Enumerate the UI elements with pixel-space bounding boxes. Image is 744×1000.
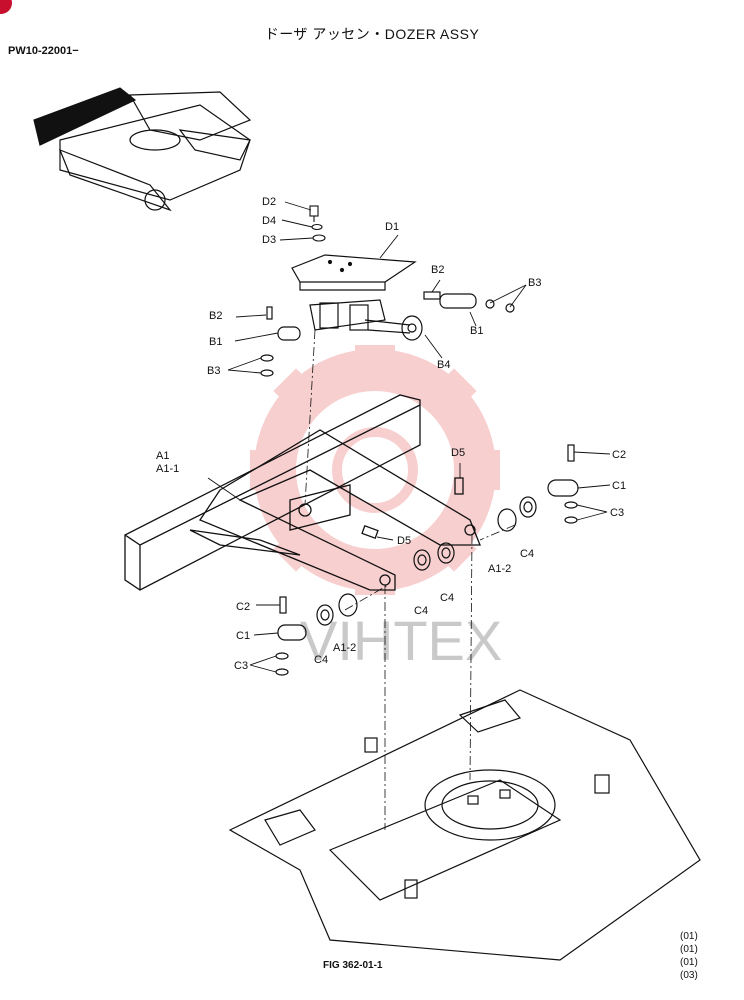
label-A1-1: A1-1 xyxy=(156,463,179,475)
label-C1-left: C1 xyxy=(236,630,250,642)
label-C1-right: C1 xyxy=(612,480,626,492)
label-D5-mid: D5 xyxy=(397,535,411,547)
serial-number: PW10-22001− xyxy=(8,45,79,57)
revision-code: (01) xyxy=(680,957,698,968)
label-C2-left: C2 xyxy=(236,601,250,613)
part-B-pin-assembly xyxy=(260,291,515,377)
corner-badge xyxy=(0,0,12,14)
label-C4-mid1: C4 xyxy=(414,605,428,617)
label-C4-left: C4 xyxy=(314,654,328,666)
label-C2-right: C2 xyxy=(612,449,626,461)
watermark-text: VIHTEX xyxy=(300,609,502,672)
label-B2-top: B2 xyxy=(431,264,444,276)
leader-lines xyxy=(207,201,611,673)
undercarriage-base xyxy=(228,689,701,961)
label-A1-2-right: A1-2 xyxy=(488,563,511,575)
label-B2-left: B2 xyxy=(209,310,222,322)
label-D2: D2 xyxy=(262,196,276,208)
label-C4-right: C4 xyxy=(520,548,534,560)
part-D-bolt-stack xyxy=(309,205,326,242)
label-C4-mid2: C4 xyxy=(440,592,454,604)
excavator-thumbnail xyxy=(33,87,252,212)
label-D5-top: D5 xyxy=(451,447,465,459)
revision-code: (03) xyxy=(680,970,698,981)
label-B3-top: B3 xyxy=(528,277,541,289)
revision-code: (01) xyxy=(680,944,698,955)
figure-number: FIG 362-01-1 xyxy=(323,960,383,971)
page-title: ドーザ アッセン・DOZER ASSY xyxy=(264,26,480,42)
alignment-lines xyxy=(304,329,516,830)
part-A1-dozer-frame xyxy=(124,394,481,591)
label-C3-right: C3 xyxy=(610,507,624,519)
label-C3-left: C3 xyxy=(234,660,248,672)
label-B3-left: B3 xyxy=(207,365,220,377)
label-B1-right: B1 xyxy=(470,325,483,337)
label-D4: D4 xyxy=(262,215,276,227)
label-A1: A1 xyxy=(156,450,169,462)
label-D1: D1 xyxy=(385,221,399,233)
revision-codes: (01) (01) (01) (03) xyxy=(680,930,698,982)
part-D1-bracket xyxy=(291,254,417,291)
label-A1-2-left: A1-2 xyxy=(333,642,356,654)
watermark-gear-logo xyxy=(250,345,500,595)
label-D3: D3 xyxy=(262,234,276,246)
label-B1-left: B1 xyxy=(209,336,222,348)
revision-code: (01) xyxy=(680,931,698,942)
label-B4: B4 xyxy=(437,359,450,371)
